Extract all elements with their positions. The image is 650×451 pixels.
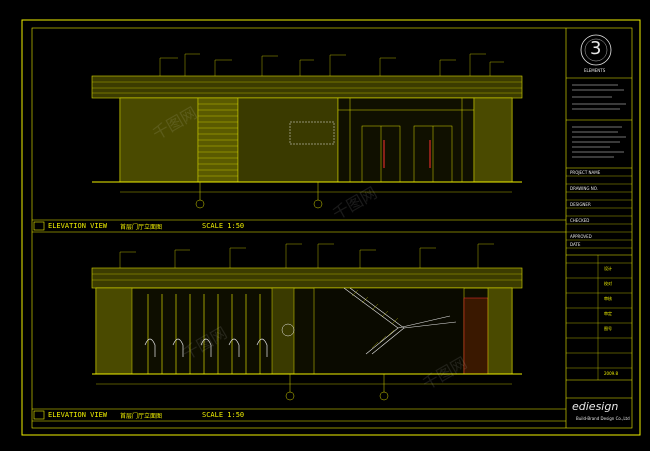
tb-field-1: DRAWING NO. (570, 186, 598, 191)
view-1-title: ELEVATION VIEW (48, 222, 108, 230)
tb-value-5: 2009.8 (604, 371, 618, 376)
view-1-scale: SCALE 1:50 (202, 222, 245, 230)
tb-value-3: 审定 (604, 311, 612, 316)
title-block (565, 28, 632, 428)
tb-field-5: DATE (570, 242, 581, 247)
view-2-scale: SCALE 1:50 (202, 411, 245, 419)
tb-value-1: 校对 (604, 281, 612, 286)
elevation-bottom (91, 243, 523, 401)
inner-frame (31, 27, 633, 429)
tb-field-4: APPROVED (570, 234, 592, 239)
logo-number: 3 (590, 38, 602, 59)
view-2-title: ELEVATION VIEW (48, 411, 108, 419)
brand-logo: ediesign (572, 400, 619, 413)
view-title-bar-1 (32, 219, 566, 233)
brand-small: ELEMENTS (584, 68, 606, 73)
brand-tagline: Build-Brand Design Co.,Ltd (576, 416, 630, 421)
tb-field-3: CHECKED (570, 218, 590, 223)
tb-value-0: 设计 (604, 266, 612, 271)
elevation-top (91, 53, 523, 209)
tb-field-2: DESIGNER (570, 202, 591, 207)
view-2-subtitle: 首层门厅立面图 (120, 413, 163, 420)
view-1-subtitle: 首层门厅立面图 (120, 224, 163, 231)
tb-value-2: 审核 (604, 296, 612, 301)
logo-mark (580, 34, 612, 66)
view-title-bar-2 (32, 408, 566, 422)
notes-lines (572, 84, 626, 158)
tb-field-0: PROJECT NAME (570, 170, 601, 175)
tb-value-4: 图号 (604, 326, 612, 331)
outer-frame (21, 19, 641, 436)
